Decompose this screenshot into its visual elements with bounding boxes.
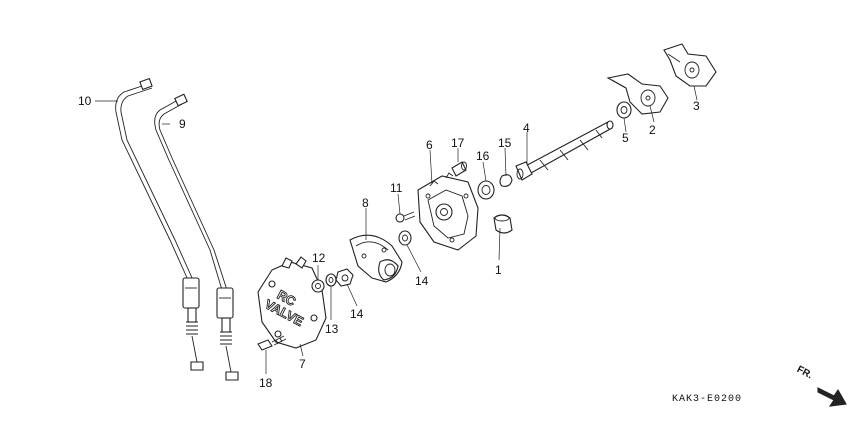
callout-4: 4 (523, 121, 530, 135)
collar-1 (493, 214, 513, 234)
bearing-16 (477, 180, 495, 200)
callout-6: 6 (426, 138, 433, 152)
callout-15: 15 (498, 136, 512, 150)
bracket-2 (606, 73, 669, 115)
leader-lines (95, 85, 698, 374)
bracket-3 (663, 43, 717, 87)
callout-1: 1 (495, 263, 502, 277)
callout-numbers: 10 9 1 2 3 4 5 6 7 8 11 12 13 14 14 15 1… (78, 94, 700, 390)
valve-housing-6 (417, 172, 479, 251)
bolt-18 (257, 335, 287, 351)
callout-2: 2 (649, 123, 656, 137)
callout-17: 17 (451, 136, 465, 150)
washer-14-upper (398, 230, 412, 246)
callout-11: 11 (390, 181, 403, 195)
callout-14-lower: 14 (350, 307, 364, 321)
throttle-cable-10 (115, 77, 204, 371)
washer-5 (616, 101, 632, 119)
callout-3: 3 (693, 99, 700, 113)
screw-11 (395, 211, 416, 223)
pin-17 (451, 161, 467, 177)
nut-12 (311, 279, 325, 293)
valve-shaft-4 (515, 120, 614, 181)
callout-7: 7 (299, 357, 306, 371)
callout-12: 12 (312, 251, 326, 265)
washer-14-lower (335, 268, 354, 287)
callout-16: 16 (476, 149, 490, 163)
direction-label: FR. (795, 364, 815, 381)
throttle-cable-9 (154, 93, 239, 381)
rc-valve-cover: RC VALVE (257, 256, 327, 349)
callout-18: 18 (259, 376, 273, 390)
callout-13: 13 (325, 322, 339, 336)
front-direction-arrow: FR. (795, 364, 847, 407)
callout-5: 5 (622, 131, 629, 145)
callout-10: 10 (78, 94, 92, 108)
reference-code: KAK3-E0200 (672, 394, 742, 405)
washer-13 (325, 273, 337, 287)
callout-8: 8 (362, 196, 369, 210)
callout-9: 9 (179, 117, 186, 131)
callout-14-upper: 14 (415, 274, 429, 288)
clip-15 (499, 174, 513, 187)
valve-pulley-8 (349, 234, 403, 283)
